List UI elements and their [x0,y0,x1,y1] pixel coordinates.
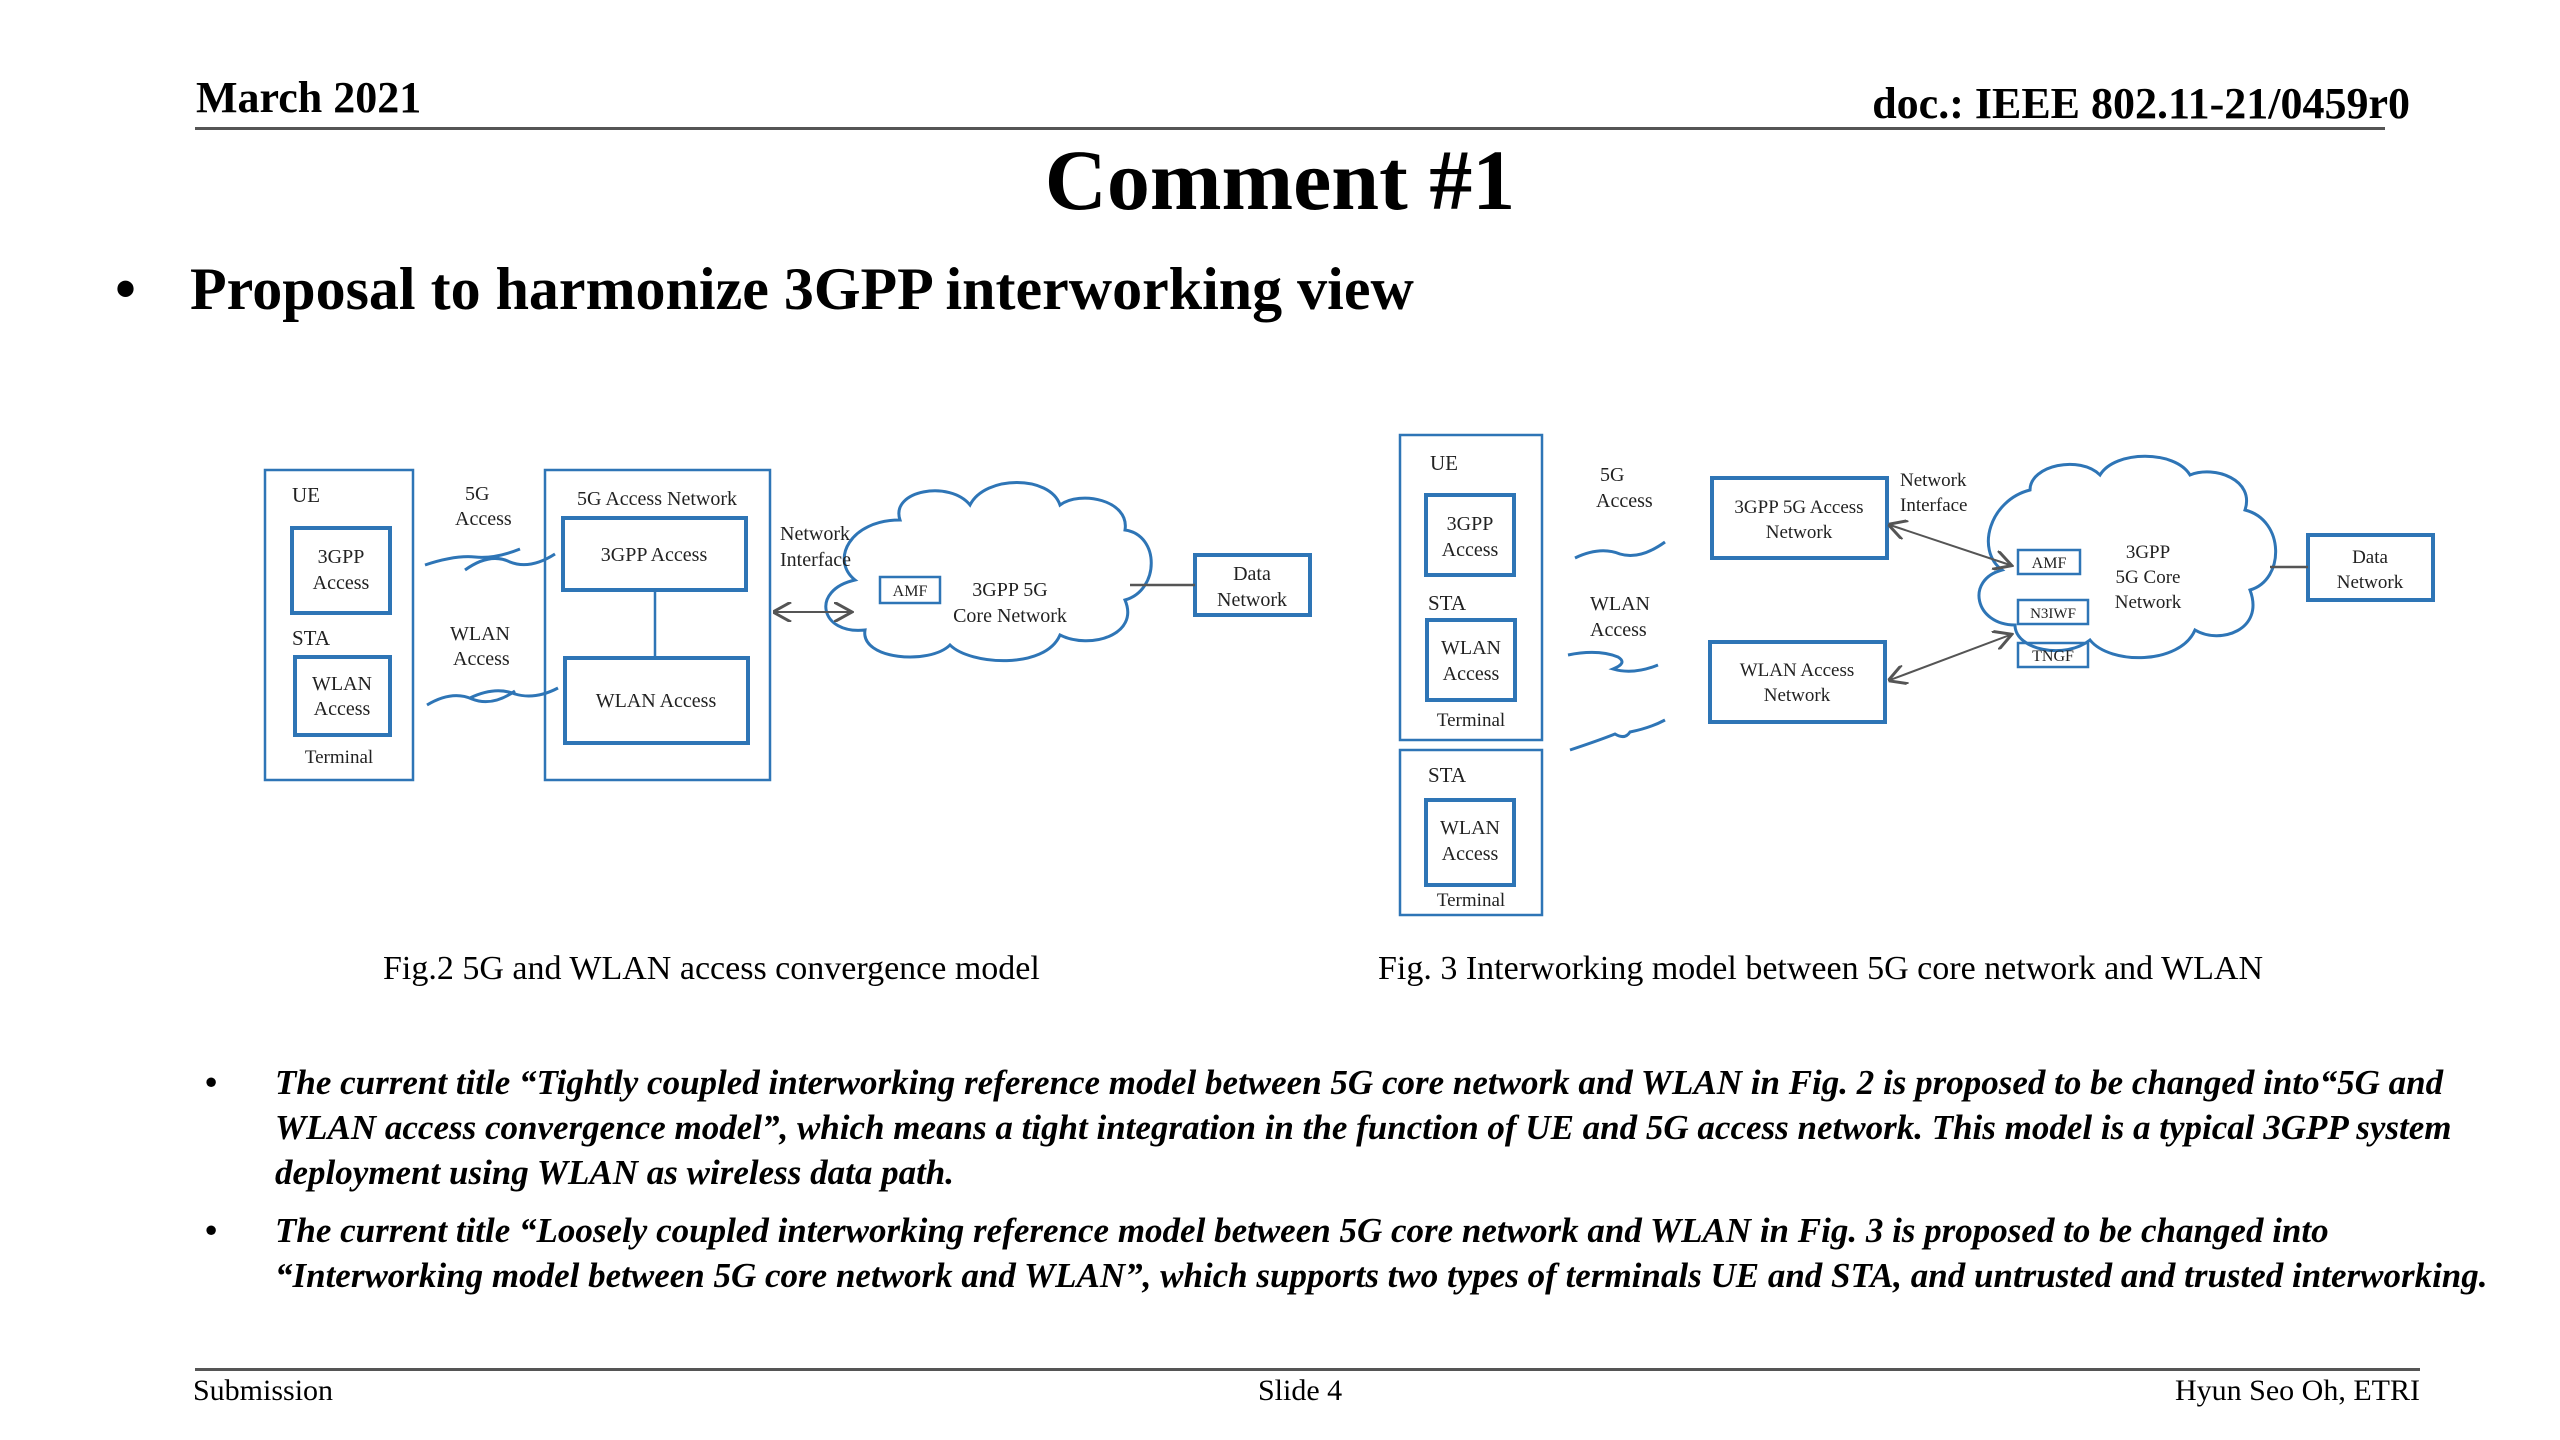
main-bullet-text: Proposal to harmonize 3GPP interworking … [190,256,1414,322]
bullet-dot: • [205,1063,218,1102]
fig2-access-network-box [543,468,772,782]
svg-text:Access: Access [314,698,371,720]
fig3-ue-label: UE [1430,451,1458,475]
svg-text:WLAN Access: WLAN Access [1740,660,1855,681]
fig3-sta2-wlan-box [1424,798,1516,887]
svg-text:5G: 5G [1600,464,1624,486]
svg-text:Network: Network [2115,592,2182,613]
fig2-ue-label: UE [292,483,320,507]
header-rule [195,127,2385,130]
bullet-dot: • [205,1211,218,1250]
note-item: • The current title “Loosely coupled int… [205,1208,2530,1298]
fig3-wlan-link-icon [1567,650,1659,673]
fig3-caption: Fig. 3 Interworking model between 5G cor… [1378,950,2264,987]
svg-text:Access: Access [453,648,510,670]
svg-text:WLAN Access: WLAN Access [596,690,717,712]
fig2-caption: Fig.2 5G and WLAN access convergence mod… [383,950,1040,987]
svg-text:Network: Network [1764,685,1831,706]
fig3-an-5g-box [1710,476,1889,560]
fig3-sta2-link-icon [1569,718,1666,752]
fig3-terminal2-box [1398,748,1544,917]
note-text: The current title “Loosely coupled inter… [275,1211,2488,1295]
fig3-n3iwf-box [2016,598,2090,626]
svg-text:Network: Network [1217,589,1287,611]
fig2-access-network-label: 5G Access Network [577,488,737,510]
fig2-ue-3gpp-box [290,526,392,615]
note-item: • The current title “Tightly coupled int… [205,1060,2530,1195]
fig2-sta-wlan-box [293,655,392,737]
fig3-terminal-label: Terminal [1437,710,1505,731]
svg-text:Network: Network [1900,470,1967,491]
svg-text:Data: Data [1233,563,1271,585]
fig2-an-wlan-box [563,656,750,745]
svg-text:Network: Network [2337,572,2404,593]
header-doc-id: doc.: IEEE 802.11-21/0459r0 [1872,79,2410,128]
svg-text:Access: Access [455,508,512,530]
fig2-5g-link-icon [464,552,556,572]
fig2-diagram: UE 3GPP Access STA WLAN Access Terminal … [263,468,1312,782]
svg-text:3GPP Access: 3GPP Access [601,544,708,566]
svg-text:AMF: AMF [893,583,928,600]
svg-text:Access: Access [1596,490,1653,512]
svg-text:3GPP 5G Access: 3GPP 5G Access [1734,497,1863,518]
fig3-sta2-label: STA [1428,763,1467,787]
fig3-terminal2-label: Terminal [1437,890,1505,911]
footer-author: Hyun Seo Oh, ETRI [2175,1374,2420,1407]
fig3-core-cloud [1977,454,2278,660]
svg-text:Network: Network [1766,522,1833,543]
fig3-terminal-box [1398,433,1544,742]
svg-text:Access: Access [1443,663,1500,685]
fig3-an-wlan-box [1708,640,1887,724]
header-date: March 2021 [196,73,422,122]
svg-text:Interface: Interface [1900,495,1968,516]
svg-text:AMF: AMF [2032,555,2067,572]
fig3-5g-link-icon [1574,540,1666,560]
footer-submission: Submission [193,1374,334,1407]
svg-text:WLAN: WLAN [312,673,372,695]
svg-text:Access: Access [313,572,370,594]
svg-text:3GPP 5G: 3GPP 5G [972,579,1047,601]
svg-text:Interface: Interface [780,549,851,571]
svg-text:Access: Access [1442,843,1499,865]
fig3-sta-wlan-box [1425,618,1517,702]
fig3-ue-3gpp-box [1424,493,1516,577]
svg-text:WLAN: WLAN [450,623,510,645]
fig2-terminal-label: Terminal [305,747,373,768]
svg-text:3GPP: 3GPP [2126,542,2170,563]
svg-text:Access: Access [1442,539,1499,561]
fig3-diagram: UE 3GPP Access STA WLAN Access Terminal … [1398,433,2435,917]
slide-title: Comment #1 [1044,132,1516,228]
fig2-wlan-link-icon [426,689,516,707]
svg-text:5G: 5G [465,483,489,505]
svg-text:WLAN: WLAN [1441,637,1501,659]
footer-slide-number: Slide 4 [1258,1374,1343,1407]
fig3-tngf-box [2016,641,2090,669]
svg-text:WLAN: WLAN [1440,817,1500,839]
note-text: The current title “Tightly coupled inter… [275,1063,2452,1192]
fig2-sta-label: STA [292,626,331,650]
svg-text:Network: Network [780,523,850,545]
fig3-amf-box [2016,548,2082,576]
svg-text:3GPP: 3GPP [318,546,365,568]
footer-rule [195,1368,2420,1371]
svg-text:5G Core: 5G Core [2116,567,2181,588]
svg-text:Access: Access [1590,619,1647,641]
fig2-core-cloud [824,481,1153,663]
fig2-terminal-box [263,468,415,782]
svg-text:Core Network: Core Network [953,605,1067,627]
fig3-sta-label: STA [1428,591,1467,615]
svg-text:WLAN: WLAN [1590,593,1650,615]
svg-text:N3IWF: N3IWF [2030,606,2076,622]
svg-text:3GPP: 3GPP [1447,513,1494,535]
bullet-dot: • [115,256,137,322]
svg-text:TNGF: TNGF [2032,648,2074,665]
svg-text:Data: Data [2352,547,2388,568]
fig2-amf-box [878,575,942,605]
